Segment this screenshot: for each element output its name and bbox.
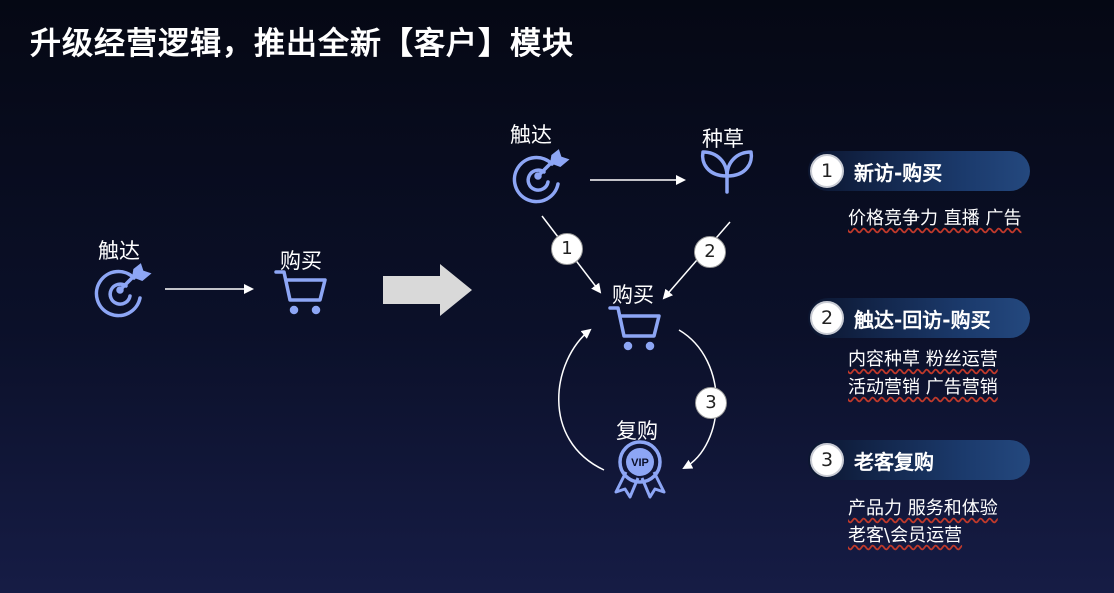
arrow-repurchase-to-buy bbox=[558, 328, 605, 471]
path-pill-1: 1 新访-购买 bbox=[808, 151, 1030, 191]
step-badge-3: 3 bbox=[695, 387, 727, 419]
path-desc-3-line-1: 产品力 服务和体验 bbox=[848, 494, 998, 520]
desc-text: 老客\会员运营 bbox=[848, 525, 963, 546]
path-number: 1 bbox=[810, 154, 844, 188]
path-desc-2-line-2: 活动营销 广告营销 bbox=[848, 373, 998, 399]
target-icon bbox=[94, 263, 152, 318]
path-number: 2 bbox=[810, 301, 844, 335]
right-buy-label: 购买 bbox=[612, 283, 654, 307]
sprout-icon bbox=[700, 150, 754, 194]
cart-icon bbox=[608, 306, 661, 351]
path-desc-1-line-1: 价格竞争力 直播 广告 bbox=[848, 204, 1021, 230]
path-title: 老客复购 bbox=[854, 450, 934, 474]
vip-text: VIP bbox=[631, 457, 649, 469]
path-pill-2: 2 触达-回访-购买 bbox=[808, 298, 1030, 338]
left-reach-label: 触达 bbox=[98, 239, 140, 263]
path-title: 触达-回访-购买 bbox=[854, 308, 991, 332]
vip-badge-icon: VIP bbox=[614, 440, 666, 499]
big-transition-arrow bbox=[383, 264, 472, 316]
desc-text: 活动营销 广告营销 bbox=[848, 377, 998, 398]
path-pill-3: 3 老客复购 bbox=[808, 440, 1030, 480]
right-seed-label: 种草 bbox=[702, 127, 744, 151]
path-desc-3-line-2: 老客\会员运营 bbox=[848, 521, 962, 547]
step-badge-2: 2 bbox=[694, 236, 726, 268]
cart-icon bbox=[274, 270, 327, 315]
desc-text: 价格竞争力 直播 广告 bbox=[848, 208, 1022, 229]
path-number: 3 bbox=[810, 443, 844, 477]
page-title: 升级经营逻辑，推出全新【客户】模块 bbox=[30, 26, 574, 62]
path-desc-2-line-1: 内容种草 粉丝运营 bbox=[848, 345, 998, 371]
desc-text: 内容种草 粉丝运营 bbox=[848, 349, 998, 370]
desc-text: 产品力 服务和体验 bbox=[848, 498, 998, 519]
path-title: 新访-购买 bbox=[854, 161, 943, 185]
target-icon bbox=[512, 149, 570, 204]
right-reach-label: 触达 bbox=[510, 123, 552, 147]
right-repurchase-label: 复购 bbox=[616, 419, 658, 443]
left-buy-label: 购买 bbox=[280, 249, 322, 273]
step-badge-1: 1 bbox=[551, 233, 583, 265]
